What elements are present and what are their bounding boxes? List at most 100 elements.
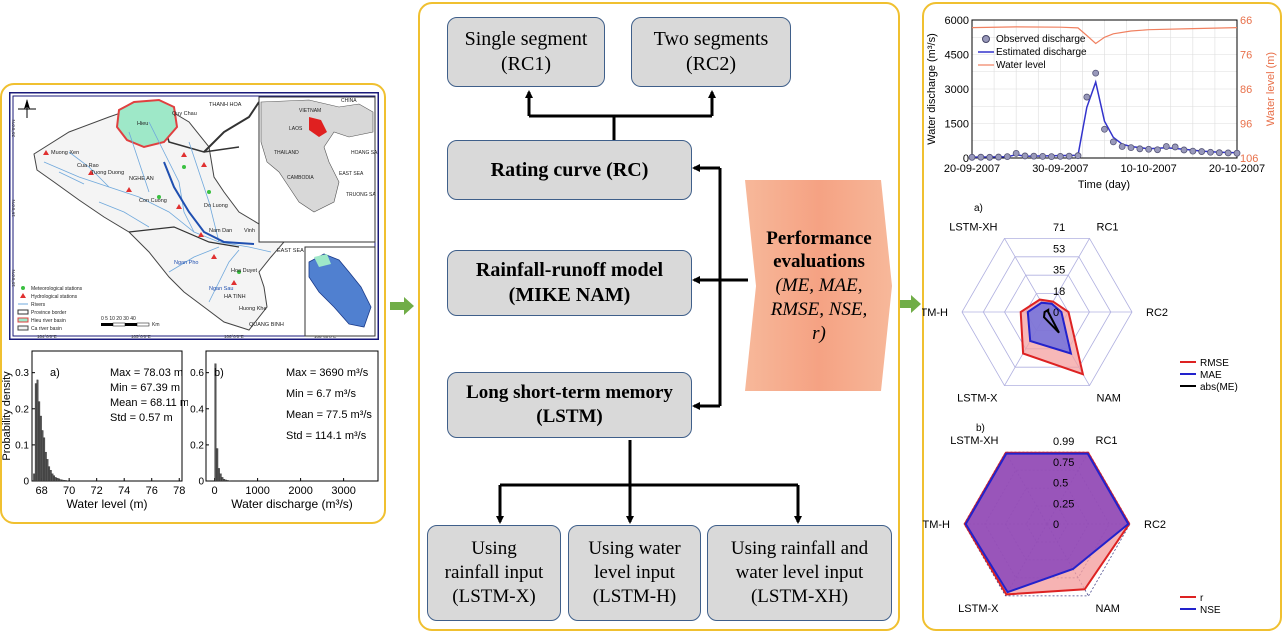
ts-observed-point bbox=[1136, 145, 1144, 153]
hist-a-ytick: 0.2 bbox=[15, 404, 29, 415]
hist-b-bar bbox=[223, 479, 226, 482]
ts-observed-point bbox=[1012, 149, 1020, 157]
map-label-nam-dan: Nam Dan bbox=[209, 228, 232, 234]
rb-series-nse bbox=[964, 452, 1130, 594]
hist-a-panel-label: a) bbox=[50, 367, 60, 379]
ra-legend-label: MAE bbox=[1200, 370, 1222, 381]
mike-nam-box: Rainfall-runoff model (MIKE NAM) bbox=[447, 250, 692, 316]
hist-a-xtick: 78 bbox=[173, 485, 185, 497]
ts-observed-point bbox=[1092, 69, 1100, 77]
hist-a-bar bbox=[51, 473, 54, 482]
ts-ylabel: Water discharge (m³/s) bbox=[926, 33, 938, 144]
map-legend-hydrological: Hydrological stations bbox=[31, 294, 78, 300]
lstm-x-code: (LSTM-X) bbox=[452, 585, 536, 607]
lstm-box: Long short-term memory (LSTM) bbox=[447, 372, 692, 438]
ts-xtick: 20-09-2007 bbox=[944, 163, 1000, 175]
lstm-xh-line2: water level input bbox=[735, 562, 864, 584]
hist-b-ytick: 0.2 bbox=[190, 440, 204, 451]
hist-b-ytick: 0.6 bbox=[190, 368, 204, 379]
ts-y2label: Water level (m) bbox=[1265, 52, 1277, 126]
map-label-ngan-pho: Ngan Pho bbox=[174, 260, 198, 266]
lstm-x-line1: Using bbox=[471, 538, 517, 560]
inset-map-basin bbox=[304, 246, 376, 337]
rb-legend-label: r bbox=[1200, 593, 1204, 604]
ts-observed-point bbox=[1145, 145, 1153, 153]
hist-a-bar bbox=[59, 479, 62, 482]
ra-rtick: 18 bbox=[1053, 286, 1065, 298]
hist-a-xtick: 76 bbox=[146, 485, 158, 497]
map-legend-ca: Ca river basin bbox=[31, 326, 62, 332]
hist-a-bar bbox=[62, 480, 65, 482]
map-label-quang-binh: QUANG BINH bbox=[249, 322, 284, 328]
svg-text:105°0'0"E: 105°0'0"E bbox=[131, 334, 151, 339]
ra-axis-label: RC2 bbox=[1146, 307, 1168, 319]
svg-text:CHINA: CHINA bbox=[341, 98, 357, 104]
rb-rtick: 0.5 bbox=[1053, 478, 1068, 490]
hist-b-bar bbox=[221, 477, 224, 482]
hist-b-bar bbox=[219, 473, 222, 482]
hist-b-bar bbox=[224, 479, 227, 482]
ts-legend-observed: Observed discharge bbox=[996, 34, 1086, 45]
hist-a-bar bbox=[39, 415, 42, 482]
lstm-xh-code: (LSTM-XH) bbox=[750, 585, 849, 607]
rating-curve-label: Rating curve (RC) bbox=[490, 158, 649, 181]
ts-ytick: 3000 bbox=[945, 84, 969, 96]
ra-axis-label: LSTM-X bbox=[957, 393, 998, 405]
hist-a-bar bbox=[36, 379, 39, 482]
perf-title-1: Performance bbox=[766, 227, 872, 249]
hist-a-bar bbox=[43, 437, 46, 482]
hist-a-xtick: 68 bbox=[36, 485, 48, 497]
ts-y2tick: 96 bbox=[1240, 119, 1252, 131]
svg-text:20°0'0"N: 20°0'0"N bbox=[11, 119, 16, 137]
rating-curve-box: Rating curve (RC) bbox=[447, 140, 692, 200]
ts-legend: Observed discharge Estimated discharge W… bbox=[978, 34, 1087, 71]
hist-b-xtick: 1000 bbox=[245, 485, 269, 497]
hist-a-bar bbox=[64, 480, 67, 482]
hist-a-xtick: 72 bbox=[91, 485, 103, 497]
hist-b-bar bbox=[226, 480, 229, 482]
ts-observed-point bbox=[1127, 144, 1135, 152]
hist-a-bar bbox=[54, 477, 57, 482]
hist-a-stat-min: Min = 67.39 m bbox=[110, 382, 180, 394]
svg-text:TRUONG SA: TRUONG SA bbox=[346, 192, 376, 198]
lstm-code: (LSTM) bbox=[536, 406, 603, 427]
ra-series-absme bbox=[1042, 308, 1060, 334]
ts-xtick: 10-10-2007 bbox=[1121, 163, 1177, 175]
ra-rtick: 53 bbox=[1053, 243, 1065, 255]
map-label-muong-xen: Muong Xen bbox=[51, 150, 79, 156]
hist-b-xlabel: Water discharge (m³/s) bbox=[231, 497, 353, 511]
hist-b-bar bbox=[214, 363, 217, 482]
mike-nam-code: (MIKE NAM) bbox=[508, 284, 631, 306]
rb-rtick: 0.75 bbox=[1053, 457, 1074, 469]
rb-axis-label: LSTM-X bbox=[958, 603, 999, 615]
ts-observed-point bbox=[1074, 152, 1082, 160]
ts-ytick: 0 bbox=[963, 153, 969, 165]
svg-text:0 5 10 20 30 40: 0 5 10 20 30 40 bbox=[101, 316, 136, 322]
ts-observed-point bbox=[1154, 146, 1161, 154]
ts-observed-point bbox=[1056, 152, 1064, 160]
hieu-river-basin bbox=[115, 98, 179, 149]
hist-a-bar bbox=[57, 478, 60, 482]
hist-a-bar bbox=[46, 459, 49, 482]
hist-a-stat-mean: Mean = 68.11 m bbox=[110, 397, 188, 409]
map-label-huong-khe: Huong Khe bbox=[239, 306, 267, 312]
map-label-cua-rao: Cua Rao bbox=[77, 163, 99, 169]
hist-b-stat-min: Min = 6.7 m³/s bbox=[286, 388, 356, 400]
mike-nam-label: Rainfall-runoff model bbox=[475, 259, 664, 281]
ts-observed-point bbox=[1215, 149, 1223, 157]
rb-legend-label: NSE bbox=[1200, 605, 1221, 616]
ts-observed-point bbox=[1065, 152, 1073, 160]
hist-a-xlabel: Water level (m) bbox=[67, 497, 148, 511]
ts-observed-point bbox=[1224, 149, 1232, 157]
ts-ytick: 4500 bbox=[945, 50, 969, 62]
ts-observed-point bbox=[1198, 148, 1206, 155]
ts-observed-point bbox=[1048, 153, 1055, 161]
flow-connectors bbox=[496, 90, 802, 524]
hist-a-bar bbox=[56, 477, 59, 482]
ra-axis-label: NAM bbox=[1097, 393, 1121, 405]
hist-a-bar bbox=[61, 479, 64, 482]
ra-series-mae bbox=[1026, 301, 1073, 355]
radar-chart-fit: b) 00.250.50.750.99 RC1RC2NAMLSTM-XLSTM-… bbox=[922, 423, 1221, 616]
north-arrow-icon bbox=[18, 99, 36, 118]
